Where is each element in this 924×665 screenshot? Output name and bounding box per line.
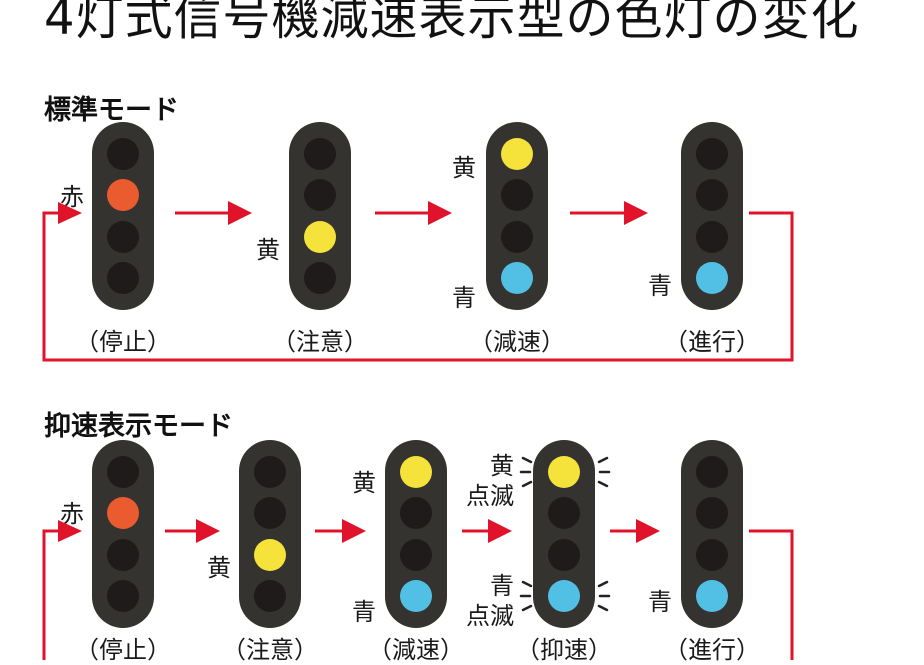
label-blink: 点滅 — [466, 482, 514, 510]
lamp-yellow-lit — [304, 221, 336, 253]
signal-restraint-reduce — [385, 440, 447, 628]
label-yellow: 黄 — [256, 236, 280, 264]
caption-stop: （停止） — [75, 636, 171, 664]
label-blink: 点滅 — [466, 602, 514, 630]
arrow-right-icon — [58, 202, 82, 224]
lamp-blue-lit — [501, 262, 533, 294]
lamp-off — [501, 221, 533, 253]
caption-reduce: （減速） — [368, 636, 464, 664]
caption-caution: （注意） — [222, 636, 318, 664]
lamp-off — [696, 221, 728, 253]
arrow-right-icon — [610, 519, 660, 543]
lamp-red-lit — [107, 497, 139, 529]
lamp-off — [107, 580, 139, 612]
signal-restraint-proceed — [681, 440, 743, 628]
caption-caution: （注意） — [272, 328, 368, 356]
lamp-off — [107, 138, 139, 170]
lamp-yellow-lit — [501, 138, 533, 170]
label-blue: 青 — [352, 598, 376, 626]
lamp-off — [696, 456, 728, 488]
lamp-yellow-lit — [400, 456, 432, 488]
signal-standard-stop — [92, 122, 154, 310]
lamp-off — [254, 497, 286, 529]
signal-restraint-stop — [92, 440, 154, 628]
lamp-off — [107, 539, 139, 571]
label-blue: 青 — [648, 588, 672, 616]
arrow-right-icon — [315, 519, 366, 543]
caption-reduce: （減速） — [469, 328, 565, 356]
arrow-right-icon — [570, 201, 648, 225]
lamp-blue-blinking — [548, 580, 580, 612]
lamp-off — [501, 179, 533, 211]
arrow-right-icon — [175, 201, 252, 225]
diagram-title: 4灯式信号機減速表示型の色灯の変化 — [44, 0, 860, 46]
mode-label-restraint: 抑速表示モード — [44, 411, 233, 442]
label-blue-blink: 青 — [490, 572, 514, 600]
label-blue: 青 — [452, 284, 476, 312]
arrow-right-icon — [58, 520, 82, 542]
label-yellow: 黄 — [207, 554, 231, 582]
lamp-off — [107, 262, 139, 294]
signal-standard-reduce — [486, 122, 548, 310]
signal-restraint-caution — [239, 440, 301, 628]
caption-stop: （停止） — [75, 328, 171, 356]
lamp-off — [254, 456, 286, 488]
lamp-off — [548, 497, 580, 529]
lamp-off — [254, 580, 286, 612]
signal-standard-caution — [289, 122, 351, 310]
lamp-off — [107, 221, 139, 253]
lamp-off — [400, 497, 432, 529]
lamp-yellow-lit — [254, 539, 286, 571]
caption-restraint: （抑速） — [516, 636, 612, 664]
mode-label-standard: 標準モード — [44, 95, 179, 126]
lamp-blue-lit — [696, 580, 728, 612]
lamp-off — [304, 262, 336, 294]
signal-standard-proceed — [681, 122, 743, 310]
lamp-off — [696, 138, 728, 170]
lamp-blue-lit — [400, 580, 432, 612]
lamp-off — [400, 539, 432, 571]
arrow-right-icon — [462, 519, 512, 543]
lamp-blue-lit — [696, 262, 728, 294]
caption-proceed: （進行） — [664, 328, 760, 356]
lamp-off — [304, 179, 336, 211]
caption-proceed: （進行） — [664, 636, 760, 664]
lamp-off — [107, 456, 139, 488]
label-yellow: 黄 — [352, 469, 376, 497]
label-yellow: 黄 — [452, 154, 476, 182]
label-yellow-blink: 黄 — [490, 452, 514, 480]
lamp-off — [696, 179, 728, 211]
lamp-off — [696, 539, 728, 571]
lamp-off — [304, 138, 336, 170]
lamp-off — [696, 497, 728, 529]
label-blue: 青 — [648, 272, 672, 300]
arrow-right-icon — [165, 519, 220, 543]
lamp-off — [548, 539, 580, 571]
lamp-yellow-blinking — [548, 456, 580, 488]
arrow-right-icon — [375, 201, 452, 225]
signal-restraint-restraint — [533, 440, 595, 628]
lamp-red-lit — [107, 179, 139, 211]
